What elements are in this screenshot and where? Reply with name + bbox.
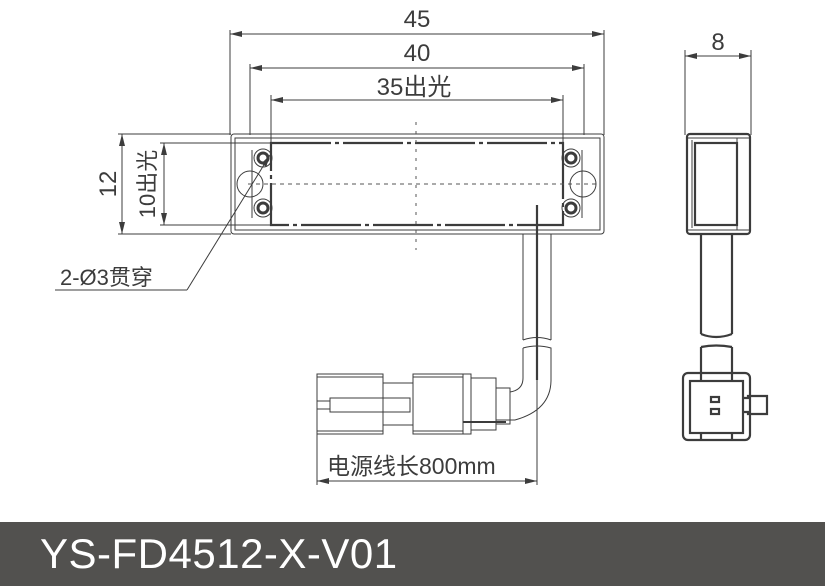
dim-12-label: 12	[95, 171, 122, 198]
model-footer-bar: YS-FD4512-X-V01	[0, 522, 825, 586]
model-number: YS-FD4512-X-V01	[40, 530, 398, 577]
dim-depth: 8	[684, 29, 752, 135]
dim-emitting-length: 35出光	[270, 74, 564, 142]
hole-callout-label: 2-Ø3贯穿	[60, 265, 153, 290]
right-mount-holes	[561, 148, 597, 218]
cable	[316, 205, 552, 435]
dim-40-label: 40	[404, 40, 431, 67]
side-view: 8	[681, 29, 769, 442]
dim-overall-height: 12	[95, 133, 231, 235]
dim-cable-length: 电源线长800mm	[316, 380, 538, 485]
dim-emitting-height: 10出光	[135, 142, 271, 226]
dim-hole-spacing: 40	[249, 40, 585, 135]
dim-35-label: 35出光	[377, 74, 452, 101]
dim-overall-length: 45	[229, 6, 605, 135]
dim-8-label: 8	[711, 29, 724, 56]
cable-length-label: 电源线长800mm	[327, 453, 496, 479]
hole-callout: 2-Ø3贯穿	[55, 154, 271, 291]
dim-45-label: 45	[404, 6, 431, 33]
dim-10-label: 10出光	[135, 150, 160, 218]
front-view: 45 40 35出光	[55, 6, 605, 485]
technical-drawing: 45 40 35出光	[55, 6, 769, 485]
